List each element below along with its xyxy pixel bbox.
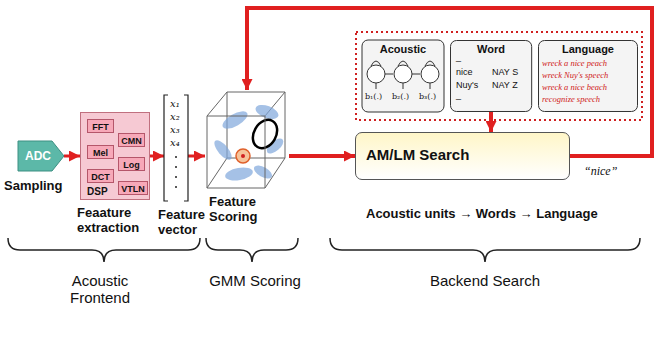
flow-arrow	[489, 112, 493, 132]
flow-arrow	[188, 155, 205, 158]
node-text: wreck Nuy's speech	[542, 70, 608, 80]
search-box: AM/LM Search	[355, 132, 570, 180]
node-text: nice	[456, 67, 473, 77]
node-text: AM/LM Search	[366, 146, 469, 163]
node-shape	[205, 90, 289, 190]
brace	[8, 238, 200, 262]
node-text: Feature Scoring	[209, 194, 289, 224]
node-text: Word	[450, 43, 532, 55]
label-text: Backend Search	[415, 272, 555, 289]
node-text: DCT	[91, 171, 110, 183]
dsp-step-box: CMN	[118, 133, 145, 147]
dotted-model-frame	[356, 32, 642, 120]
dsp-step-box: VTLN	[118, 181, 148, 195]
label-text: GMM Scoring	[205, 272, 305, 289]
node-text: wreck a nice beach	[542, 82, 607, 92]
label-text: Acoustic Frontend	[40, 272, 160, 306]
node-text: DSP	[87, 186, 108, 197]
acoustic-model-box: Acoustic b₁(.) b₂(.) b₃(.)	[362, 40, 444, 112]
flow-arrow	[289, 154, 355, 158]
feature-vector: x₁x₂x₃x₄Feature vector	[164, 95, 188, 201]
flow-arrow	[64, 155, 80, 158]
gmm-cube: Feature Scoring	[205, 90, 289, 190]
label-text: Sampling	[4, 178, 63, 193]
node-text: CMN	[121, 135, 142, 147]
node-text: recognize speech	[542, 94, 600, 104]
dsp-step-box: Mel	[87, 145, 114, 159]
node-text: NAY S	[492, 67, 518, 77]
dsp-step-box: DCT	[87, 169, 114, 183]
node-text: Language	[538, 43, 638, 55]
node-text: b₂(.)	[392, 92, 409, 101]
node-text: ADC	[18, 149, 58, 163]
node-text: _	[456, 52, 461, 62]
node-text: Acoustic	[362, 43, 444, 55]
node-text: Feaature extraction	[77, 205, 157, 235]
node-text: NAY Z	[492, 80, 518, 90]
brace	[330, 238, 640, 262]
node-text: VTLN	[121, 183, 145, 195]
word-model-box: Word_niceNAY SNuy'sNAY Z_	[450, 40, 532, 112]
dsp-step-box: FFT	[87, 119, 114, 133]
dsp-step-box: Log	[118, 157, 145, 171]
brace	[206, 238, 298, 262]
node-text: x₂	[170, 111, 180, 122]
node-text: x₁	[170, 98, 180, 109]
node-text: Log	[123, 159, 140, 171]
adc-block: ADC	[18, 141, 64, 171]
language-model-box: Language wreck a nice peach wreck Nuy's sp…	[538, 40, 638, 112]
node-text: wreck a nice peach	[542, 58, 607, 68]
flow-arrow	[150, 155, 164, 158]
node-text: x₃	[170, 124, 180, 135]
node-text: Mel	[93, 147, 108, 159]
node-text: b₃(.)	[419, 92, 436, 101]
node-shape	[164, 95, 188, 201]
node-text: FFT	[92, 121, 109, 133]
node-text: Nuy's	[456, 80, 478, 90]
feature-extraction-box: FFTCMNMelLogDCTVTLNDSPFeaature extractio…	[80, 112, 150, 200]
node-text: b₁(.)	[365, 92, 382, 101]
label-text: Acoustic units → Words → Language	[366, 206, 598, 221]
node-text: x₄	[170, 137, 180, 148]
node-text: _	[456, 90, 461, 100]
label-text: “nice”	[584, 164, 617, 179]
